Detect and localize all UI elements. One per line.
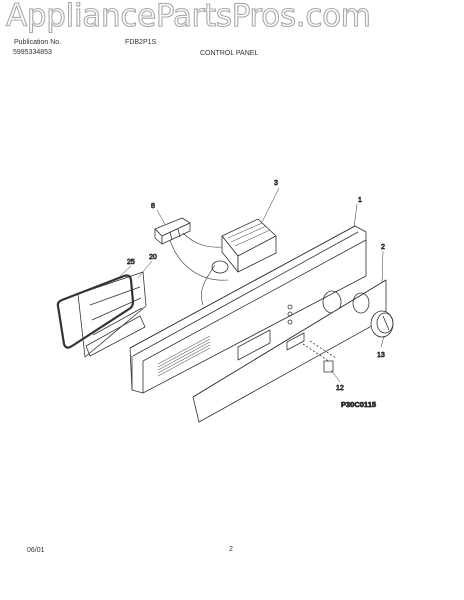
callout-13: 13 — [377, 352, 385, 359]
footer-date: 06/01 — [27, 547, 45, 554]
callout-2: 2 — [381, 244, 385, 251]
timer-part — [211, 218, 277, 274]
leader-lines — [115, 187, 385, 383]
figure-code: P30C0115 — [341, 400, 376, 409]
knob-part — [370, 310, 394, 338]
model-number: FDB2P1S — [125, 39, 157, 46]
watermark: AppliancePartsPros.com — [5, 0, 371, 35]
control-panel-part — [129, 225, 367, 394]
switch-part — [154, 217, 191, 245]
handle-part — [77, 271, 147, 358]
section-title: CONTROL PANEL — [200, 50, 259, 57]
button-part — [302, 340, 337, 373]
gasket-part — [56, 274, 135, 349]
model-label: Publication No. — [14, 39, 62, 46]
callout-20: 20 — [149, 254, 157, 261]
callout-3: 3 — [274, 180, 278, 187]
callout-12: 12 — [336, 385, 344, 392]
publication-number: 5995334853 — [13, 49, 52, 56]
callout-1: 1 — [358, 197, 362, 204]
callout-25: 25 — [127, 259, 135, 266]
callout-8: 8 — [151, 203, 155, 210]
model-header: Publication No. FDB2P1S — [14, 39, 156, 46]
page-number: 2 — [229, 546, 233, 553]
wire-harness — [169, 232, 229, 306]
